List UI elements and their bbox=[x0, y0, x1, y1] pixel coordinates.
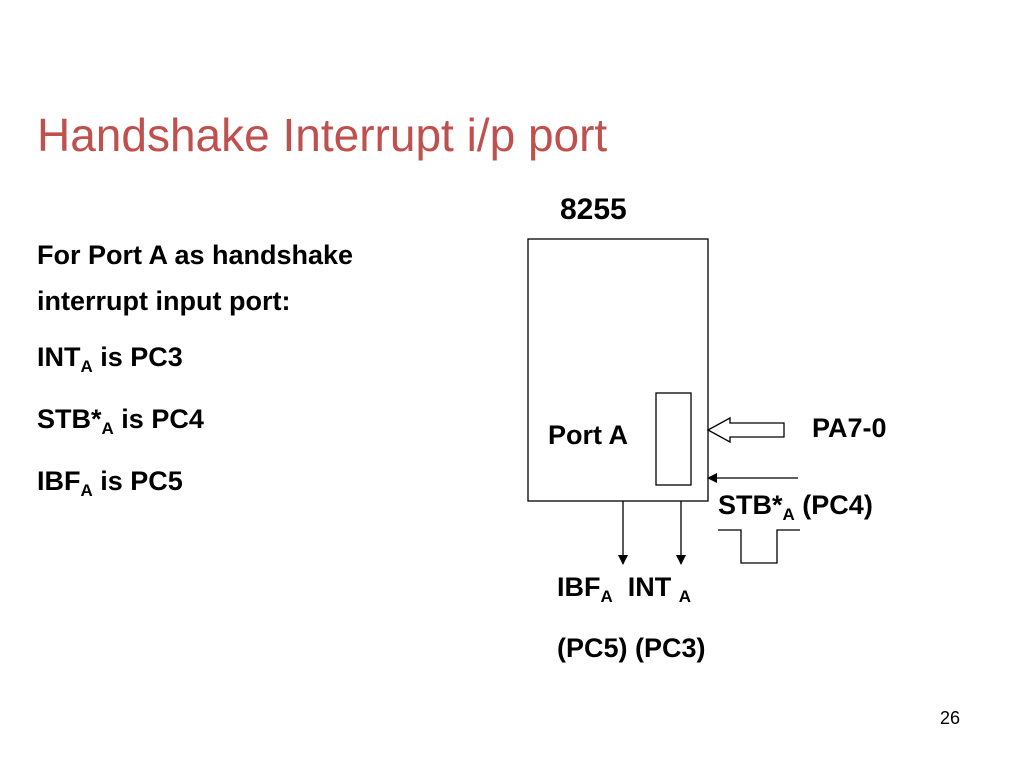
strobe-pulse-waveform bbox=[718, 529, 800, 564]
port-a-latch bbox=[655, 392, 692, 486]
page-number: 26 bbox=[940, 708, 961, 728]
intro-text: For Port A as handshake interrupt input … bbox=[37, 240, 354, 316]
output-signal-labels: IBFA INT A bbox=[557, 572, 692, 606]
output-pin-labels: (PC5) (PC3) bbox=[557, 633, 706, 663]
port-a-label: Port A bbox=[548, 420, 628, 450]
description-text: For Port A as handshake interrupt input … bbox=[37, 232, 457, 518]
stb-signal-line: STB*A is PC4 bbox=[37, 404, 204, 438]
chip-label: 8255 bbox=[560, 193, 627, 226]
strobe-label: STB*A (PC4) bbox=[718, 490, 873, 524]
ibf-signal-line: IBFA is PC5 bbox=[37, 466, 183, 500]
data-input-label: PA7-0 bbox=[812, 413, 887, 443]
data-input-arrow bbox=[706, 416, 785, 444]
int-signal-line: INTA is PC3 bbox=[37, 342, 183, 376]
slide-title: Handshake Interrupt i/p port bbox=[37, 109, 608, 161]
